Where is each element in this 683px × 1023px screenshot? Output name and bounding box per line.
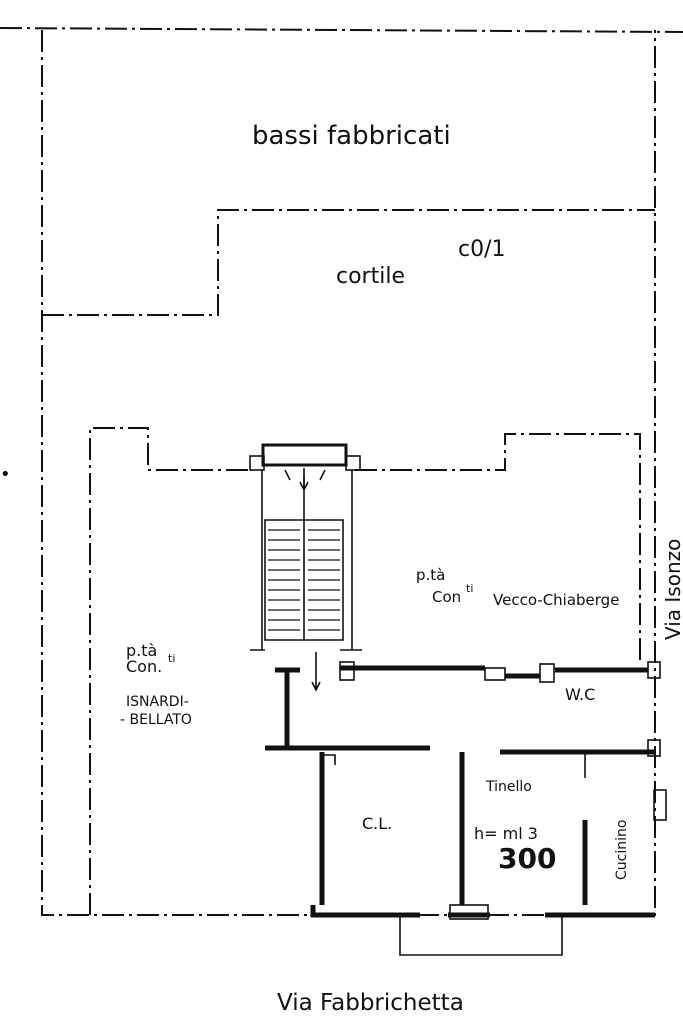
right-unit-boundary — [355, 433, 641, 662]
cucinino-label: Cucinino — [614, 820, 630, 880]
left-unit-boundary — [89, 427, 253, 915]
building-front — [310, 904, 655, 956]
left-unit-owner-2: - BELLATO — [120, 712, 192, 728]
courtyard-label: cortile — [336, 264, 405, 289]
right-unit-con: Con — [432, 588, 461, 606]
height-label: h= ml 3 — [474, 824, 538, 843]
wc-label: W.C — [565, 685, 595, 704]
left-unit-con-sup: ti — [168, 652, 175, 665]
right-unit-pta: p.tà — [416, 566, 445, 584]
street-bottom-label: Via Fabbrichetta — [277, 990, 464, 1016]
height-value: 300 — [498, 842, 556, 875]
left-unit-con: Con. — [126, 657, 162, 676]
courtyard-boundary — [42, 209, 655, 316]
sign-mark: c0/1 — [458, 237, 506, 262]
street-right-label: Via Isonzo — [661, 539, 683, 640]
apartment-walls — [265, 652, 667, 905]
low-buildings-label: bassi fabbricati — [252, 121, 451, 151]
cl-label: C.L. — [362, 814, 392, 833]
left-unit-pta: p.tà — [126, 641, 157, 660]
top-boundary-line — [0, 27, 683, 33]
outer-boundary — [41, 30, 656, 916]
staircase — [249, 443, 362, 651]
right-unit-con-sup: ti — [466, 582, 473, 595]
left-edge-mark: • — [0, 464, 11, 485]
tinello-label: Tinello — [485, 779, 532, 795]
left-unit-owner-1: ISNARDI- — [126, 694, 189, 710]
right-unit-owner: Vecco-Chiaberge — [493, 591, 619, 609]
